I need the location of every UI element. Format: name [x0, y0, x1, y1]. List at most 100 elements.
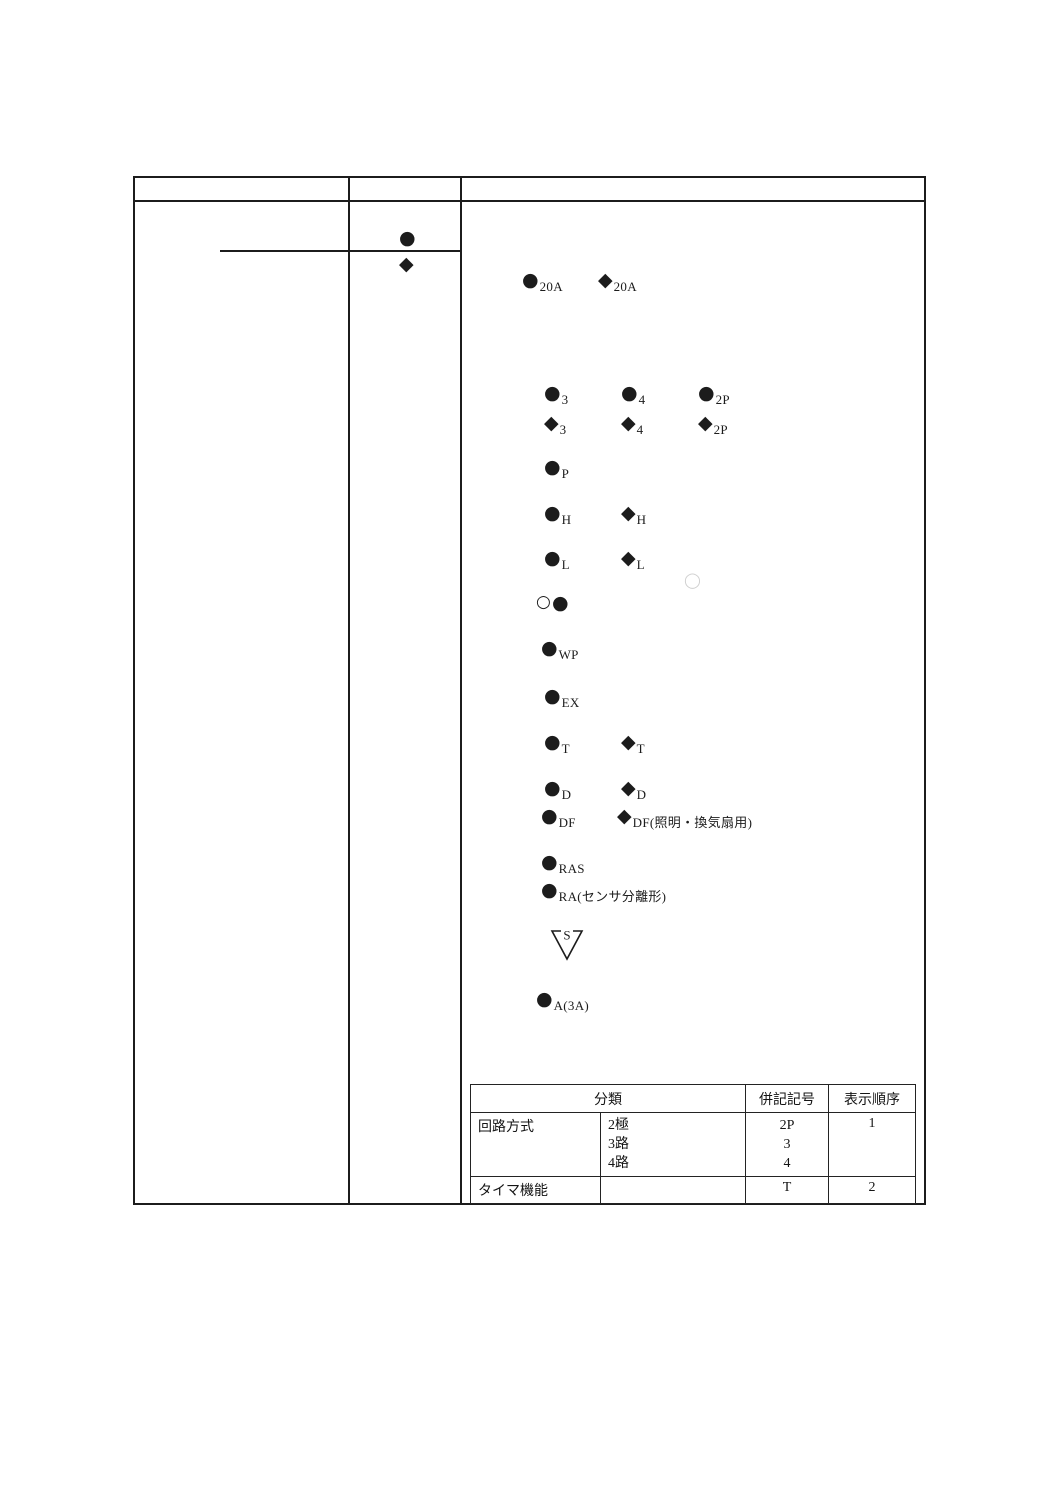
type-line: 2極 — [608, 1118, 629, 1133]
symbol-diamond-2P: ◆2P — [698, 412, 728, 437]
symbol-label: 2P — [715, 392, 730, 407]
symbol-diamond-3: ◆3 — [544, 412, 567, 437]
dot-icon: ● — [541, 637, 558, 659]
symbol-label: DF — [558, 815, 576, 830]
cell-order: 2 — [828, 1176, 916, 1204]
triangle-letter-backing — [561, 928, 573, 937]
symbol-dot-2P: ●2P — [698, 382, 730, 407]
table-header-row: 分類 併記記号 表示順序 — [470, 1084, 916, 1113]
dot-icon: ● — [544, 547, 561, 569]
symbol-dot-EX: ●EX — [544, 687, 580, 710]
code-line: 3 — [783, 1137, 791, 1152]
diamond-icon: ◆ — [698, 412, 713, 434]
symbol-label: H — [636, 512, 647, 527]
symbol-dot-L: ●L — [544, 547, 570, 572]
dot-icon: ● — [541, 879, 558, 901]
cell-order: 1 — [828, 1112, 916, 1177]
legend-dot: ● — [399, 229, 416, 248]
symbol-dot-RA: ●RA(センサ分離形) — [541, 879, 667, 904]
dot-icon: ● — [552, 592, 569, 614]
outer-border-top — [133, 176, 926, 178]
symbol-label: T — [636, 741, 645, 756]
symbol-label: RA(センサ分離形) — [558, 889, 667, 904]
symbol-label: RAS — [558, 861, 585, 876]
cell-codes: 2P 3 4 — [745, 1112, 829, 1177]
symbol-dot-4: ●4 — [621, 382, 645, 407]
table-row: タイマ機能 T 2 — [470, 1176, 916, 1204]
symbol-label: DF(照明・換気扇用) — [632, 815, 753, 830]
code-line: 4 — [783, 1156, 791, 1171]
code-line: 2P — [779, 1118, 795, 1133]
triangle-letter: S — [563, 928, 570, 943]
symbol-dot-H: ●H — [544, 502, 572, 527]
circle-outline-icon: ○ — [536, 592, 551, 612]
type-line: 3路 — [608, 1137, 629, 1152]
symbol-diamond-L: ◆L — [621, 549, 645, 572]
legend-diamond: ◆ — [399, 255, 414, 274]
symbol-label: D — [636, 787, 647, 802]
header-order: 表示順序 — [828, 1084, 916, 1113]
symbol-dot-WP: ●WP — [541, 637, 579, 662]
symbol-dot-plain: ● — [552, 594, 569, 613]
cell-codes: T — [745, 1176, 829, 1204]
dot-icon: ● — [698, 382, 715, 404]
dot-icon: ● — [522, 269, 539, 291]
left-cell-underline — [220, 250, 460, 252]
symbol-dot-A3A: ●A(3A) — [536, 988, 590, 1013]
scan-artifact: ◯ — [684, 571, 701, 589]
header-code: 併記記号 — [745, 1084, 829, 1113]
cell-category: 回路方式 — [470, 1112, 601, 1177]
diamond-icon: ◆ — [621, 502, 636, 524]
symbol-label: EX — [561, 695, 580, 710]
symbol-label: WP — [558, 647, 579, 662]
cell-types: 2極 3路 4路 — [600, 1112, 746, 1177]
symbol-diamond-D: ◆D — [621, 777, 647, 802]
cell-category: タイマ機能 — [470, 1176, 601, 1204]
symbol-dot-T: ●T — [544, 731, 570, 756]
dot-icon: ● — [399, 227, 416, 249]
symbol-label: 20A — [539, 279, 563, 294]
diamond-icon: ◆ — [621, 731, 636, 753]
symbol-label: 2P — [713, 422, 728, 437]
symbol-label: A(3A) — [553, 998, 590, 1013]
dot-icon: ● — [544, 777, 561, 799]
symbol-label: P — [561, 466, 570, 481]
symbol-diamond-4: ◆4 — [621, 412, 644, 437]
symbol-diamond-H: ◆H — [621, 502, 647, 527]
symbol-label: 3 — [559, 422, 567, 437]
symbol-label: D — [561, 787, 572, 802]
symbol-dot-P: ●P — [544, 456, 570, 481]
classification-table: 分類 併記記号 表示順序 回路方式 2極 3路 4路 2P 3 4 1 タイマ機… — [470, 1084, 916, 1204]
symbol-label: 3 — [561, 392, 569, 407]
symbol-label: T — [561, 741, 570, 756]
dot-icon: ● — [541, 851, 558, 873]
diamond-icon: ◆ — [544, 412, 559, 434]
symbol-label: 20A — [613, 279, 637, 294]
dot-icon: ● — [536, 988, 553, 1010]
dot-icon: ● — [544, 456, 561, 478]
dot-icon: ● — [544, 731, 561, 753]
symbol-diamond-DF: ◆DF(照明・換気扇用) — [617, 805, 753, 830]
dot-icon: ● — [621, 382, 638, 404]
type-line: 4路 — [608, 1156, 629, 1171]
symbol-dot-D: ●D — [544, 777, 572, 802]
column-divider-2 — [460, 176, 462, 1205]
diamond-icon: ◆ — [399, 253, 414, 275]
dot-icon: ● — [544, 502, 561, 524]
symbol-label: H — [561, 512, 572, 527]
symbol-circle-outline: ○ — [536, 594, 551, 611]
diamond-icon: ◆ — [621, 777, 636, 799]
symbol-dot-DF: ●DF — [541, 805, 576, 830]
dot-icon: ● — [541, 805, 558, 827]
outer-border-right — [924, 176, 926, 1205]
dot-icon: ● — [544, 382, 561, 404]
symbol-dot-RAS: ●RAS — [541, 851, 585, 876]
diamond-icon: ◆ — [621, 412, 636, 434]
diamond-icon: ◆ — [617, 805, 632, 827]
symbol-dot-3: ●3 — [544, 382, 569, 407]
diamond-icon: ◆ — [598, 269, 613, 291]
triangle-s-symbol: S — [550, 928, 584, 961]
cell-types — [600, 1176, 746, 1204]
symbol-label: 4 — [636, 422, 644, 437]
